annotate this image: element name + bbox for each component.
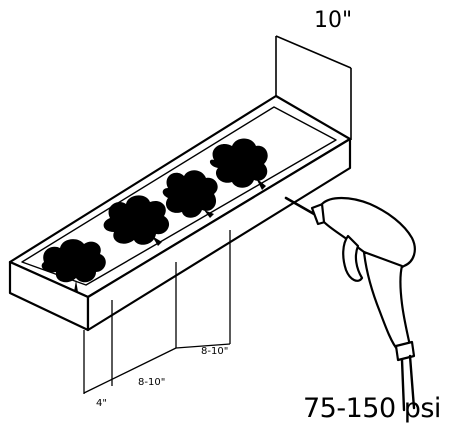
spacing-label-2: 8-10" — [201, 346, 229, 357]
spray-gun-icon — [284, 196, 416, 412]
plant — [103, 195, 170, 246]
plant — [41, 239, 106, 292]
pressure-label: 75-150 psi — [303, 393, 441, 424]
plant — [162, 170, 218, 218]
plants — [41, 138, 268, 292]
plant — [209, 138, 268, 190]
height-label: 10" — [314, 8, 353, 33]
flat-tray — [8, 94, 352, 332]
dimension-lines — [83, 230, 231, 394]
height-plate — [275, 35, 352, 140]
edge-gap-label: 4" — [96, 398, 107, 409]
spacing-label-1: 8-10" — [138, 377, 166, 388]
